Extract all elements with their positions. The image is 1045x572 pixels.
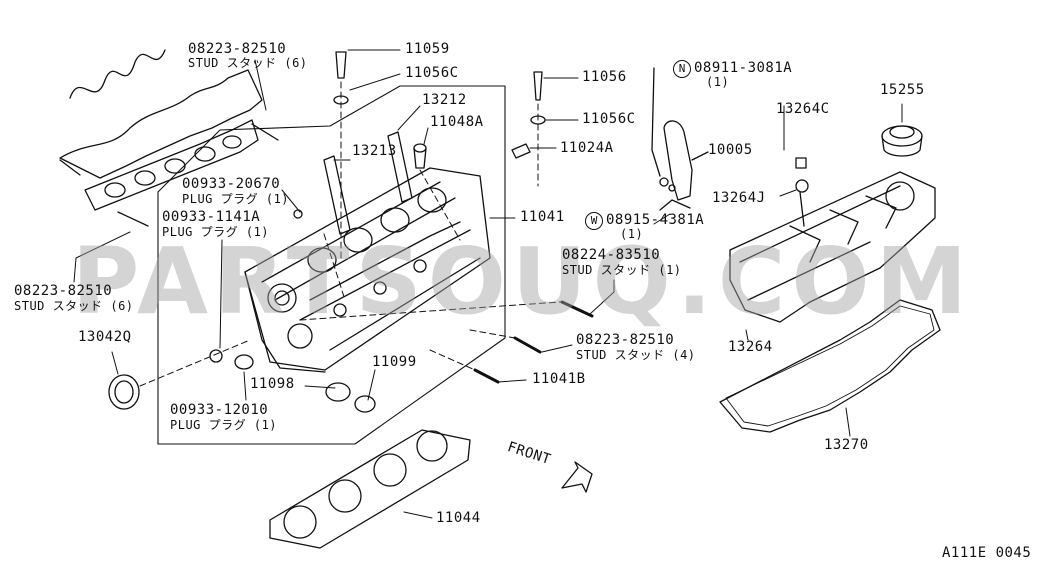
desc-00933-12010: PLUG プラグ (1) bbox=[170, 418, 278, 432]
label-00933-12010: 00933-12010 bbox=[170, 402, 269, 418]
rocker-gasket-drawing bbox=[719, 299, 941, 433]
qty-08915: (1) bbox=[620, 227, 644, 241]
bolt-11056 bbox=[533, 71, 543, 101]
label-11099: 11099 bbox=[372, 354, 417, 370]
front-arrow bbox=[561, 461, 593, 493]
stud-left bbox=[117, 211, 149, 227]
head-gasket-drawing bbox=[269, 429, 471, 549]
qty-08911: (1) bbox=[706, 75, 730, 89]
dowel-11024a bbox=[511, 143, 531, 159]
label-11059: 11059 bbox=[405, 41, 450, 57]
tube-13212 bbox=[387, 131, 413, 203]
label-08911: 08911-3081A bbox=[694, 60, 793, 76]
rocker-cover-drawing bbox=[729, 105, 936, 323]
bolt-11059 bbox=[335, 51, 347, 79]
label-13264c: 13264C bbox=[776, 101, 830, 117]
washer-mark-icon: W bbox=[585, 212, 603, 230]
leader-lines bbox=[73, 49, 615, 519]
desc-08223-top: STUD スタッド (6) bbox=[188, 56, 308, 70]
head-frame bbox=[157, 85, 506, 445]
tube-13213 bbox=[323, 155, 351, 235]
label-13212: 13212 bbox=[422, 92, 467, 108]
desc-00933-20670: PLUG プラグ (1) bbox=[182, 192, 290, 206]
diagram-code: A111E 0045 bbox=[942, 545, 1032, 561]
desc-00933-1141a: PLUG プラグ (1) bbox=[162, 225, 270, 239]
label-13264: 13264 bbox=[728, 339, 773, 355]
label-15255: 15255 bbox=[880, 82, 925, 98]
label-08224: 08224-83510 bbox=[562, 247, 661, 263]
alignment-lines bbox=[139, 81, 561, 387]
label-11056: 11056 bbox=[582, 69, 627, 85]
label-08223-right: 08223-82510 bbox=[576, 332, 675, 348]
label-11056c: 11056C bbox=[582, 111, 636, 127]
label-00933-1141a: 00933-1141A bbox=[162, 209, 261, 225]
desc-08223-left: STUD スタッド (6) bbox=[14, 299, 134, 313]
label-11041b: 11041B bbox=[532, 371, 586, 387]
oil-cap-drawing bbox=[881, 103, 923, 157]
label-11048a: 11048A bbox=[430, 114, 484, 130]
label-13264j: 13264J bbox=[712, 190, 766, 206]
label-10005: 10005 bbox=[708, 142, 753, 158]
label-08223-top: 08223-82510 bbox=[188, 41, 287, 57]
label-13042q: 13042Q bbox=[78, 329, 132, 345]
arm-10005-drawing bbox=[651, 67, 709, 211]
label-11041: 11041 bbox=[520, 209, 565, 225]
desc-08223-right: STUD スタッド (4) bbox=[576, 348, 696, 362]
label-13213: 13213 bbox=[352, 143, 397, 159]
desc-08224: STUD スタッド (1) bbox=[562, 263, 682, 277]
intake-manifold-drawing bbox=[59, 49, 263, 211]
stud-top-left bbox=[251, 123, 279, 141]
label-11098: 11098 bbox=[250, 376, 295, 392]
leader-lines-right bbox=[653, 189, 851, 437]
nut-mark-icon: N bbox=[673, 60, 691, 78]
label-00933-20670: 00933-20670 bbox=[182, 176, 281, 192]
label-08915: 08915-4381A bbox=[606, 212, 705, 228]
watermark: PARTSOUQ.COM bbox=[71, 228, 974, 335]
label-11056c-top: 11056C bbox=[405, 65, 459, 81]
label-11044: 11044 bbox=[436, 510, 481, 526]
label-11024a: 11024A bbox=[560, 140, 614, 156]
label-13270: 13270 bbox=[824, 437, 869, 453]
label-08223-left: 08223-82510 bbox=[14, 283, 113, 299]
